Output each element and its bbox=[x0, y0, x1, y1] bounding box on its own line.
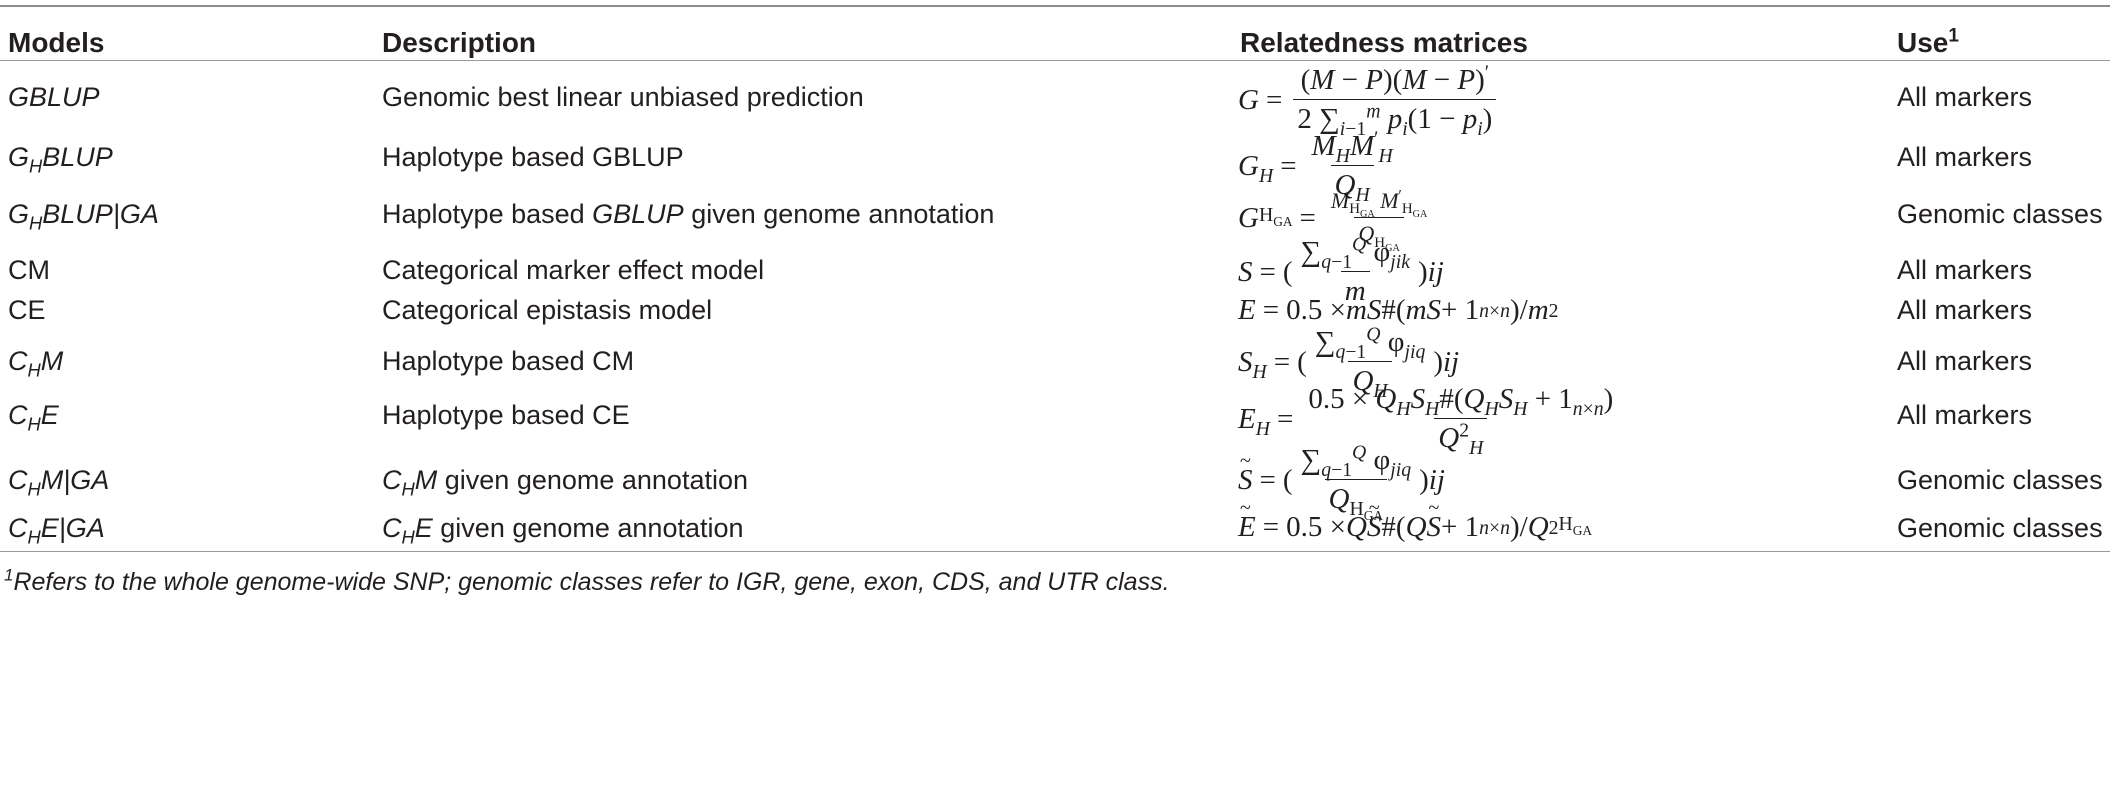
formula-eh: EH= 0.5 × QHSH#(QHSH + 1n×n)Q2H bbox=[1238, 383, 1614, 459]
model-use: All markers bbox=[1897, 400, 2033, 430]
model-use: All markers bbox=[1897, 255, 2033, 285]
model-use: All markers bbox=[1897, 346, 2033, 376]
model-name: GBLUP bbox=[8, 82, 100, 112]
header-use: Use1 bbox=[1897, 25, 1959, 58]
table-top-rule bbox=[0, 5, 2110, 7]
model-description: Haplotype based CE bbox=[382, 400, 630, 430]
model-use: All markers bbox=[1897, 295, 2033, 325]
model-use: Genomic classes bbox=[1897, 465, 2103, 495]
model-description: Categorical marker effect model bbox=[382, 255, 765, 285]
model-use: Genomic classes bbox=[1897, 513, 2103, 543]
header-bottom-rule bbox=[0, 60, 2110, 61]
model-description: Haplotype based GBLUP given genome annot… bbox=[382, 199, 995, 229]
model-use: Genomic classes bbox=[1897, 199, 2103, 229]
formula-g: G= (M − P)(M − P)′2 ∑i−1m pi(1 − pi) bbox=[1238, 62, 1500, 139]
model-use: All markers bbox=[1897, 142, 2033, 172]
header-relatedness: Relatedness matrices bbox=[1240, 27, 1528, 58]
model-name: CHM bbox=[8, 346, 64, 381]
table-bottom-rule bbox=[0, 551, 2110, 552]
header-models: Models bbox=[8, 27, 105, 58]
model-name: GHBLUP bbox=[8, 142, 113, 177]
model-description: CHE given genome annotation bbox=[382, 513, 744, 548]
model-name: GHBLUP|GA bbox=[8, 199, 159, 234]
model-name: CHE|GA bbox=[8, 513, 105, 548]
model-description: Genomic best linear unbiased prediction bbox=[382, 82, 864, 112]
model-name: CE bbox=[8, 295, 46, 325]
model-description: Haplotype based GBLUP bbox=[382, 142, 684, 172]
model-use: All markers bbox=[1897, 82, 2033, 112]
model-description: CHM given genome annotation bbox=[382, 465, 749, 500]
model-name: CHM|GA bbox=[8, 465, 110, 500]
model-name: CM bbox=[8, 255, 50, 285]
model-description: Categorical epistasis model bbox=[382, 295, 713, 325]
model-name: CHE bbox=[8, 400, 59, 435]
model-description: Haplotype based CM bbox=[382, 346, 635, 376]
table-footnote: 1Refers to the whole genome-wide SNP; ge… bbox=[4, 565, 1170, 596]
header-description: Description bbox=[382, 27, 537, 58]
